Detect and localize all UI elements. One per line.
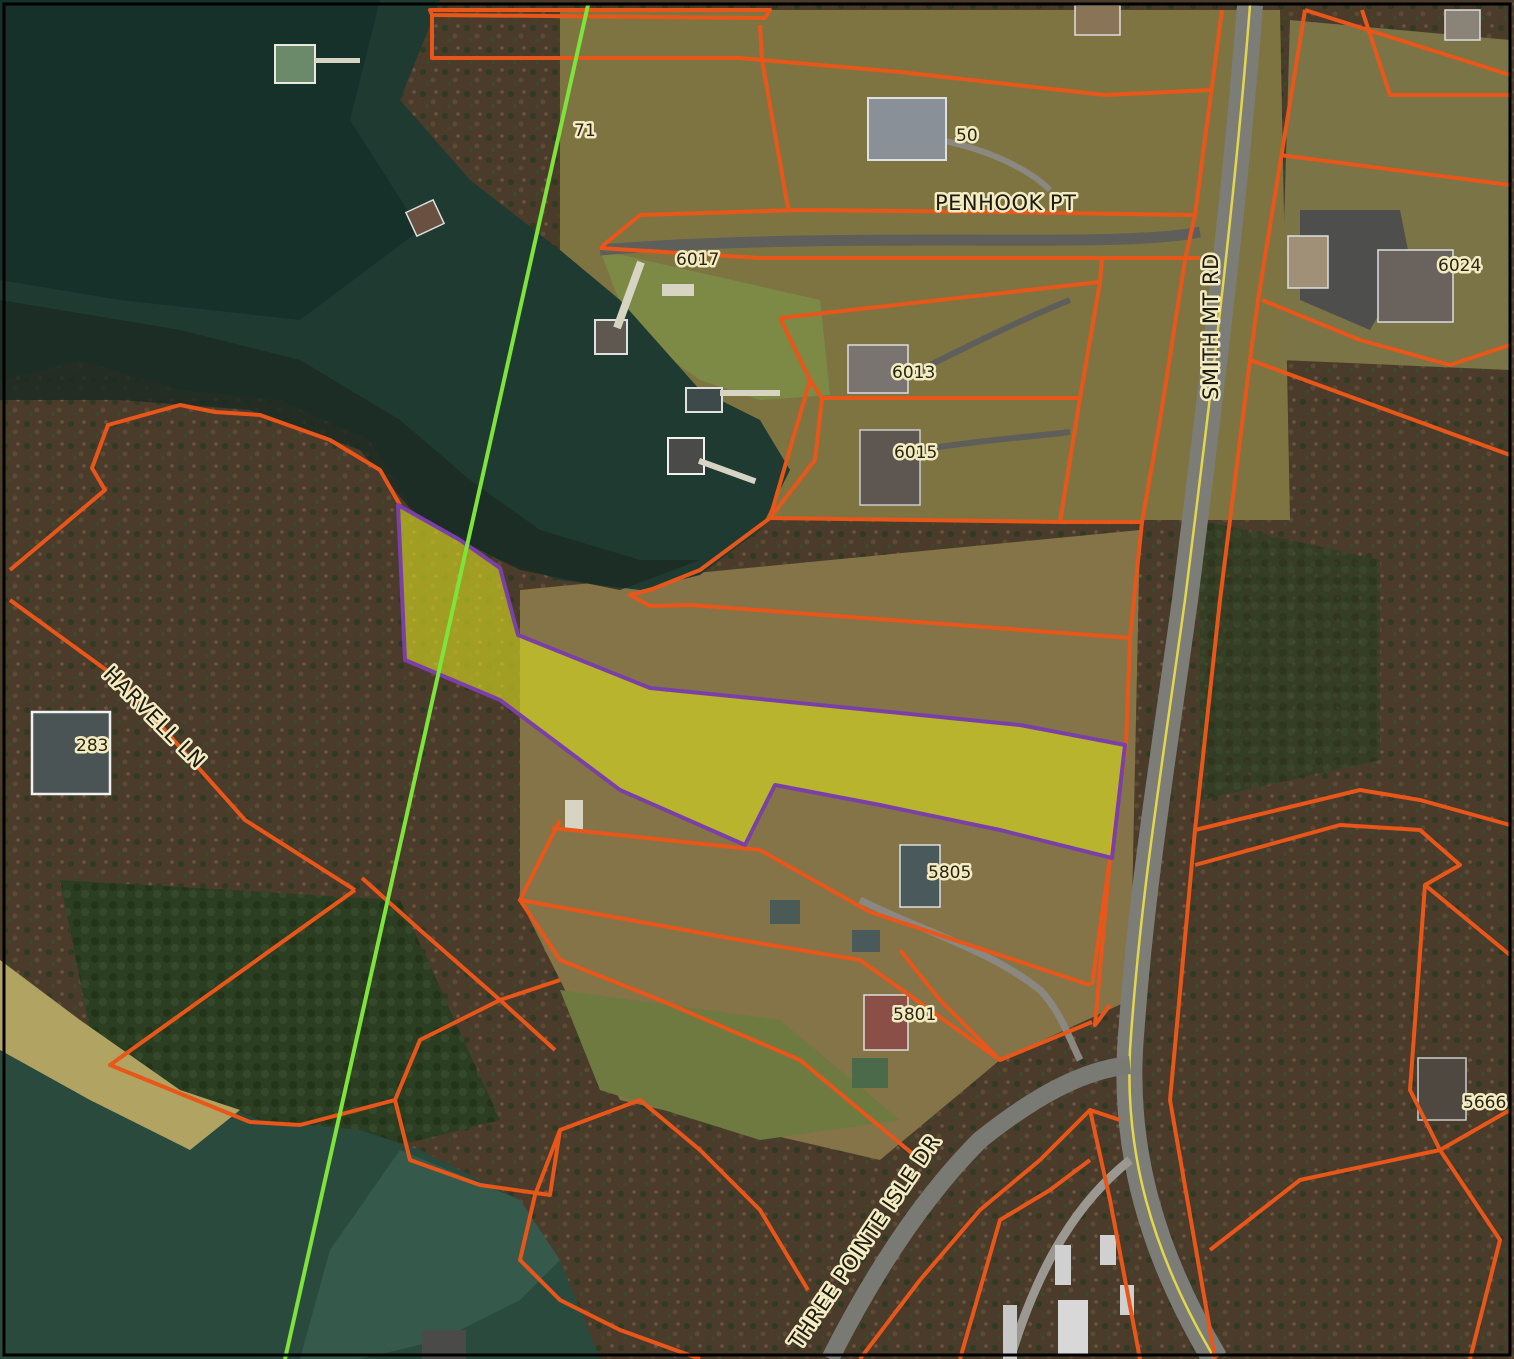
house-5801 xyxy=(863,994,909,1051)
dock-north xyxy=(315,58,360,63)
house-top xyxy=(1074,4,1121,36)
dock-walkway-6017 xyxy=(613,260,645,330)
house-283 xyxy=(30,710,112,796)
mobile-home-1 xyxy=(1055,1245,1071,1285)
house-5805 xyxy=(899,844,941,908)
lake-south-cove xyxy=(300,1150,560,1359)
driveway-6013 xyxy=(898,297,1072,383)
road-label-penhook-pt: PENHOOK PT xyxy=(935,191,1076,215)
parcel-line-east-2 xyxy=(1304,8,1511,77)
parcel-line-harvell-north xyxy=(8,403,402,572)
dock-walkway-shore xyxy=(697,458,757,485)
dock-6017 xyxy=(594,319,628,355)
parcel-line-harvell-road xyxy=(8,598,357,892)
parcel-line-6013-east xyxy=(1058,257,1104,523)
parcel-line-east-7 xyxy=(1194,823,1512,957)
parcel-line-three-pointe-south xyxy=(958,1158,1092,1359)
house-5666 xyxy=(1417,1057,1467,1121)
smith-mt-rd-centerline xyxy=(1128,4,1252,1359)
address-label-71: 71 xyxy=(574,121,596,141)
parcel-line-east-8 xyxy=(1408,884,1511,1152)
parcel-line-pine-tract xyxy=(108,888,561,1127)
mobile-home-4 xyxy=(1003,1305,1017,1359)
mobile-home-3 xyxy=(1058,1300,1088,1355)
address-label-6015: 6015 xyxy=(894,443,937,463)
lawn-north xyxy=(600,250,830,400)
three-pointe-isle-pavement xyxy=(821,1056,1132,1359)
boathouse-north xyxy=(274,44,316,84)
house-50 xyxy=(867,97,947,161)
house-6015 xyxy=(859,429,921,506)
mobile-home-2 xyxy=(1100,1235,1116,1265)
address-label-5666: 5666 xyxy=(1463,1093,1506,1113)
trailer xyxy=(565,800,583,830)
lake-north-deep xyxy=(0,0,420,320)
parcel-line-shore xyxy=(628,379,1131,640)
address-label-283: 283 xyxy=(76,736,108,756)
shallow-shoreline xyxy=(0,960,240,1150)
parcel-line-5801-east xyxy=(898,948,1093,1062)
shed-6017 xyxy=(662,284,694,296)
parcel-line-south-east xyxy=(1088,1109,1142,1359)
parcel-line-smith-west-south xyxy=(1093,857,1112,1027)
house-6024 xyxy=(1377,249,1454,323)
field-middle xyxy=(520,530,1140,1160)
house-top-right xyxy=(1444,9,1481,41)
house-6013 xyxy=(847,344,909,394)
shed-5801 xyxy=(852,1058,888,1088)
pine-stand-south xyxy=(60,880,500,1150)
parcel-line-south-cove-2 xyxy=(518,1129,701,1359)
subject-parcel[interactable] xyxy=(396,503,1127,860)
parcel-line-penhook-north xyxy=(598,208,1196,250)
address-label-5801: 5801 xyxy=(893,1005,936,1025)
parcel-line-east-5 xyxy=(1249,358,1511,457)
house-6024-west xyxy=(1287,235,1329,289)
address-label-6017: 6017 xyxy=(676,250,719,270)
parcel-line-pine-east xyxy=(360,876,557,1052)
parcel-line-east-10 xyxy=(1360,9,1510,97)
jurisdiction-boundary-line xyxy=(283,4,590,1359)
parcel-line-6013-west xyxy=(778,317,1080,400)
boathouse-shore xyxy=(667,437,705,475)
pine-stand-east xyxy=(1200,520,1380,800)
address-label-6024: 6024 xyxy=(1438,256,1481,276)
address-label-50: 50 xyxy=(956,126,978,146)
shed-5805 xyxy=(770,900,800,924)
penhook-pt-pavement xyxy=(599,226,1202,256)
parcel-line-5805-inner xyxy=(551,826,1091,987)
parcel-line-penhook-south xyxy=(599,246,1200,260)
driveway-50 xyxy=(939,137,1053,193)
parcel-line-east-3 xyxy=(1279,153,1511,187)
road-label-smith-mt-rd: SMITH MT RD xyxy=(1199,253,1223,400)
parcel-line-east-1 xyxy=(1168,9,1307,1359)
parcel-line-71 xyxy=(430,15,790,209)
parcel-line-6013-north xyxy=(779,280,1101,320)
parcel-line-east-6 xyxy=(1194,788,1511,832)
address-label-6013: 6013 xyxy=(892,363,935,383)
lake-shadow xyxy=(0,300,700,590)
parcel-boundaries xyxy=(8,8,1512,1359)
road-southeast xyxy=(1005,1156,1133,1359)
parcel-line-5801 xyxy=(518,898,922,1162)
parcel-line-three-pointe-north xyxy=(858,1108,1121,1359)
parcel-line-top-strip xyxy=(428,8,772,20)
dock-walkway-6015 xyxy=(720,390,780,396)
boat-shed xyxy=(404,198,446,238)
parcel-line-5805 xyxy=(518,819,1002,1062)
parcel-line-50 xyxy=(758,24,1211,97)
parcel-line-east-9 xyxy=(1208,1148,1502,1359)
parcel-line-east-4 xyxy=(1261,298,1511,367)
driveway-6015 xyxy=(919,429,1071,453)
boathouse-6015 xyxy=(685,387,723,413)
address-label-5805: 5805 xyxy=(928,863,971,883)
shed-5805-east xyxy=(852,930,880,952)
